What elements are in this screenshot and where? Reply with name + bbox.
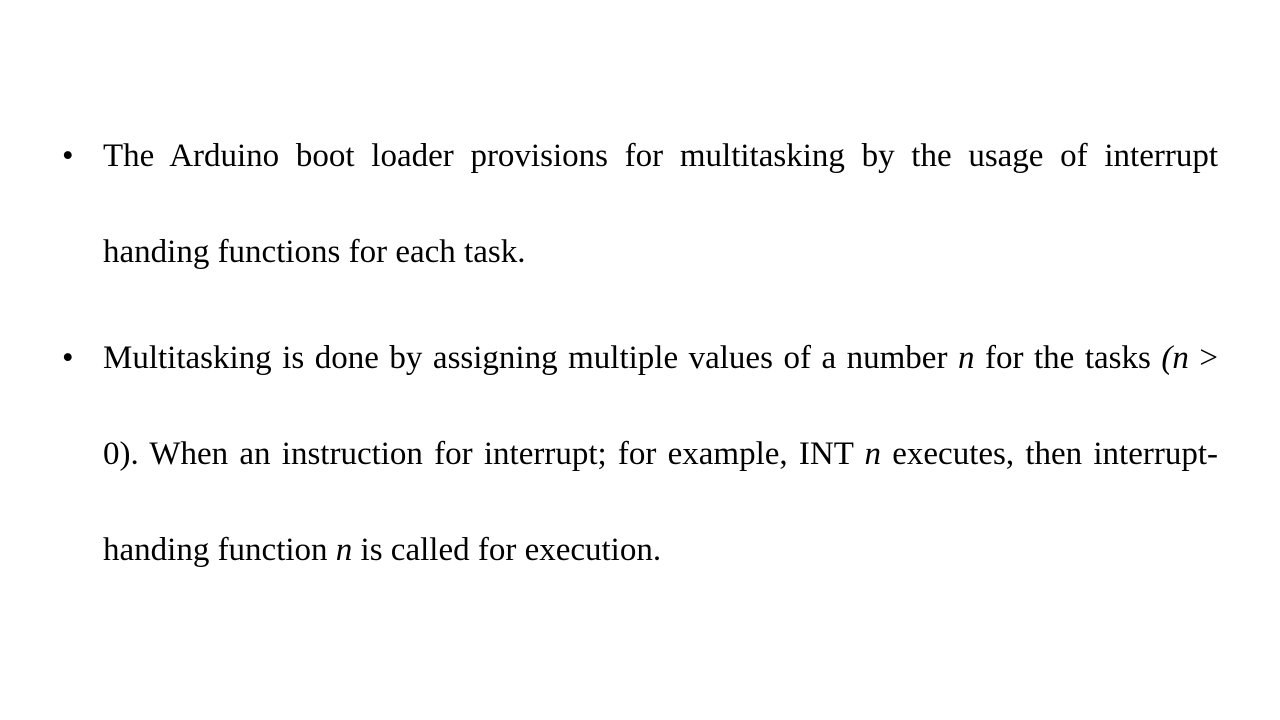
- text-segment: > 0). When an instruction for interrupt;…: [103, 340, 1218, 472]
- text-segment-italic: n: [335, 532, 353, 568]
- bullet-text: Multitasking is done by assigning multip…: [103, 310, 1218, 598]
- text-segment: for the tasks: [974, 340, 1162, 376]
- text-segment-italic: n: [957, 340, 975, 376]
- text-segment: Multitasking is done by assigning multip…: [103, 340, 958, 376]
- text-segment-italic: n: [864, 436, 882, 472]
- text-segment: is called for execution.: [352, 532, 662, 568]
- bullet-text: The Arduino boot loader provisions for m…: [103, 138, 1218, 270]
- text-segment-italic: (n: [1161, 340, 1189, 376]
- bullet-icon: •: [62, 340, 74, 376]
- text-segment: executes, then interrupt-handing functio…: [103, 436, 1218, 568]
- bullet-icon: •: [62, 138, 74, 174]
